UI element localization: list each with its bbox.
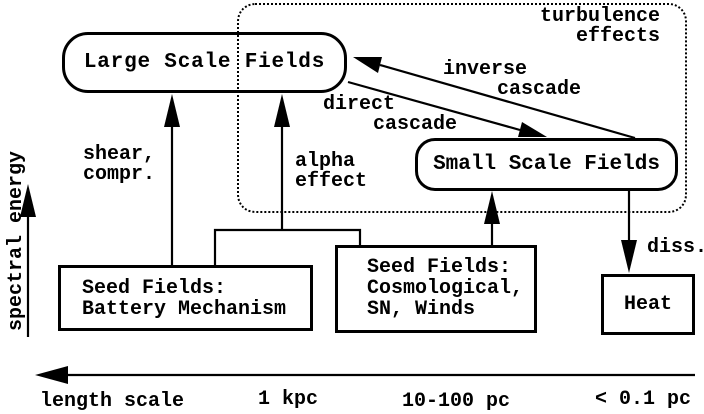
seed-battery-line2: Battery Mechanism: [82, 298, 287, 321]
x-tick-1kpc: 1 kpc: [258, 388, 319, 411]
alpha-effect-label: alpha effect: [295, 152, 367, 192]
shear-compression-label: shear, compr.: [83, 145, 155, 185]
x-axis-label: length scale: [40, 390, 185, 413]
shear-arrow: [164, 94, 180, 266]
seed-battery-line1: Seed Fields:: [82, 277, 227, 300]
node-large-scale-fields: Large Scale Fields: [62, 32, 347, 93]
seed-cosmo-line2: Cosmological,: [367, 277, 524, 300]
seed-cosmo-line1: Seed Fields:: [367, 256, 512, 279]
inverse-cascade-line2: cascade: [497, 78, 582, 101]
node-seed-fields-battery: Seed Fields: Battery Mechanism: [58, 265, 313, 331]
inverse-cascade-label: inverse cascade: [443, 60, 581, 100]
turbulence-region-label: turbulence effects: [500, 7, 660, 47]
seed-cosmo-line3: SN, Winds: [367, 298, 476, 321]
x-tick-lt-0-1pc: < 0.1 pc: [595, 388, 692, 411]
node-small-scale-fields: Small Scale Fields: [415, 138, 678, 191]
y-axis-label: spectral energy: [5, 150, 28, 332]
alpha-label-line2: effect: [295, 170, 368, 193]
length-scale-axis-arrow: [35, 366, 695, 384]
turbulence-label-line1: turbulence: [539, 5, 660, 28]
node-heat: Heat: [601, 274, 695, 335]
large-scale-fields-label: Large Scale Fields: [83, 51, 326, 74]
inverse-cascade-line1: inverse: [443, 58, 528, 81]
shear-label-line1: shear,: [83, 143, 156, 166]
direct-cascade-line2: cascade: [373, 113, 458, 136]
direct-cascade-label: direct cascade: [323, 95, 457, 135]
dissipation-label: diss.: [647, 236, 704, 259]
heat-label: Heat: [623, 293, 672, 316]
x-tick-10-100pc: 10-100 pc: [402, 390, 511, 413]
node-seed-fields-cosmological: Seed Fields: Cosmological, SN, Winds: [335, 245, 537, 333]
turbulence-label-line2: effects: [575, 25, 660, 48]
direct-cascade-line1: direct: [323, 93, 396, 116]
turbulence-region-outline: [237, 3, 687, 213]
small-scale-fields-label: Small Scale Fields: [433, 153, 660, 176]
shear-label-line2: compr.: [83, 163, 156, 186]
alpha-label-line1: alpha: [295, 150, 356, 173]
